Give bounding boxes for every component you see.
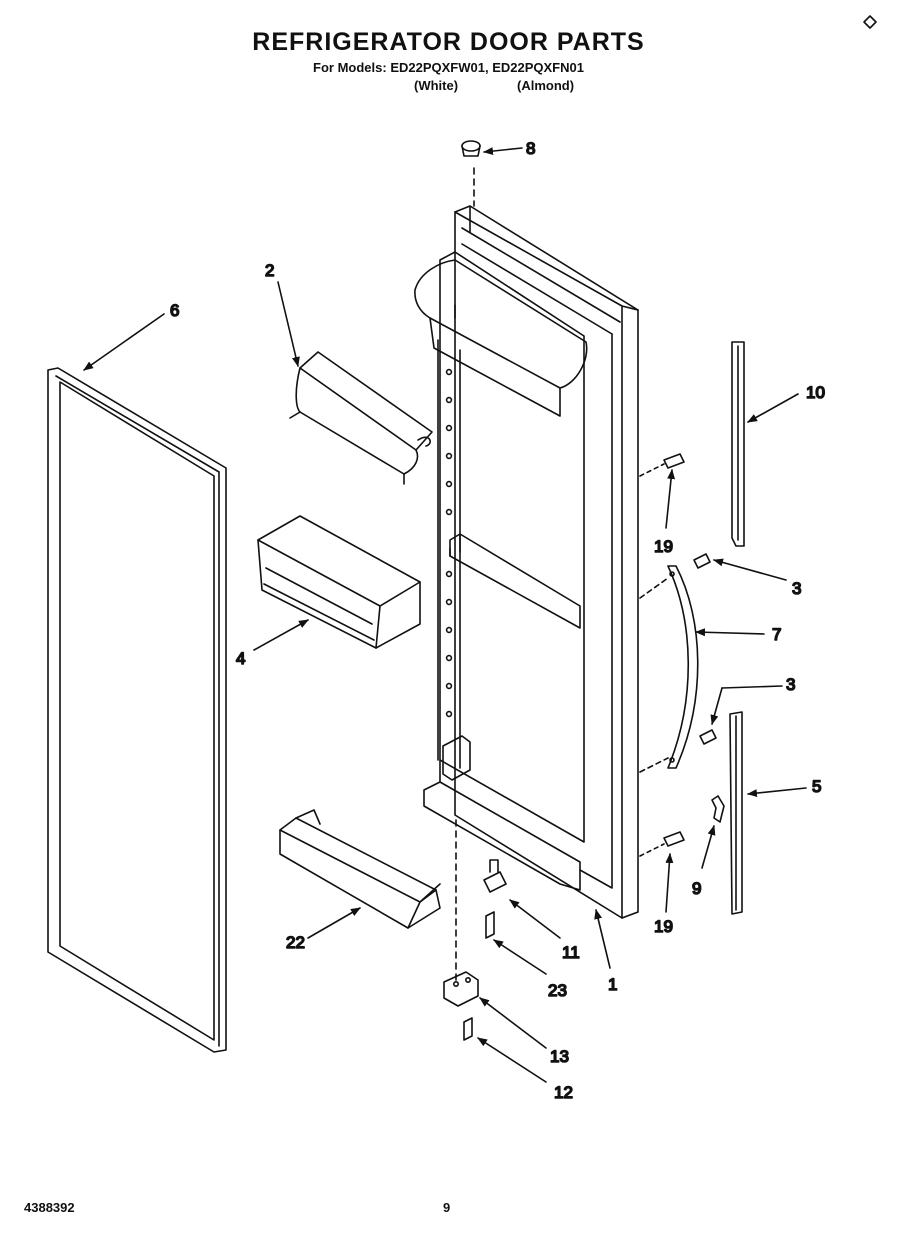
callout-7: 7 [772,625,781,644]
callout-13: 13 [550,1047,569,1066]
callout-9: 9 [692,879,701,898]
callout-8: 8 [526,139,535,158]
page-title: REFRIGERATOR DOOR PARTS [252,28,645,56]
callout-4: 4 [236,649,245,668]
part-3-screw-lower [699,729,717,745]
callout-3-lower: 3 [786,675,795,694]
part-4-door-bin [257,515,421,649]
callout-5: 5 [812,777,821,796]
part-23-screw [485,911,495,939]
callout-1: 1 [608,975,617,994]
callout-22: 22 [286,933,305,952]
callout-19-upper: 19 [654,537,673,556]
leader-arrows [83,147,807,1083]
callout-10: 10 [806,383,825,402]
callout-11: 11 [562,943,580,962]
part-13-bottom-hinge [443,971,479,1007]
part-6-door-gasket [47,367,227,1053]
part-11-hinge-pin [483,859,507,893]
document-number: 4388392 [24,1200,75,1215]
part-12-screw [463,1017,473,1041]
part-3-screw-upper [693,553,711,569]
callout-12: 12 [554,1083,573,1102]
callout-23: 23 [548,981,567,1000]
callout-2: 2 [265,261,274,280]
callout-6: 6 [170,301,179,320]
part-22-lower-bin [279,809,441,929]
part-2-shelf-cover [289,351,433,485]
variant-white-label: (White) [414,78,459,93]
callout-19-lower: 19 [654,917,673,936]
part-1-refrigerator-door [414,167,639,981]
models-subtitle: For Models: ED22PQXFW01, ED22PQXFN01 [313,60,584,75]
part-19-screw-upper [639,453,685,477]
page-number: 9 [443,1200,451,1215]
part-5-trim-strip [729,711,743,915]
part-7-door-handle [639,565,699,773]
part-10-trim-strip [731,341,745,547]
callout-3-upper: 3 [792,579,801,598]
part-9-clip [711,795,725,823]
part-8-hinge-plug [461,140,481,157]
corner-mark [863,15,877,29]
part-19-screw-lower [639,831,685,857]
variant-almond-label: (Almond) [517,78,575,93]
